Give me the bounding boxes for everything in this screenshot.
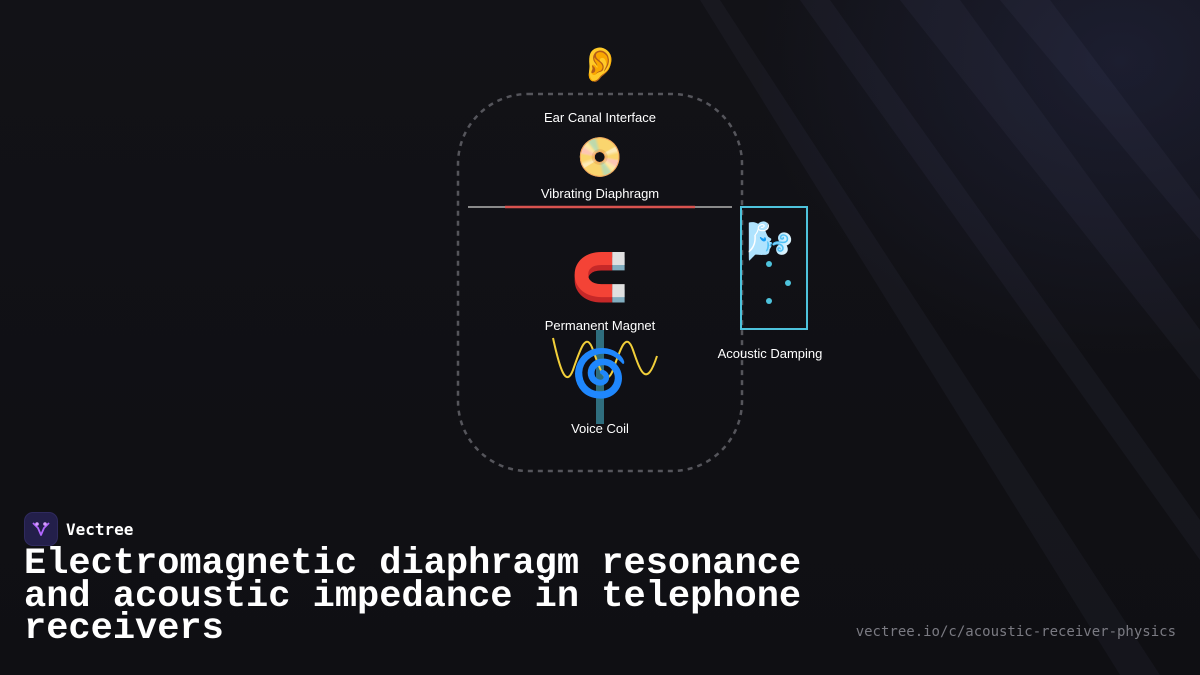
ear-canal-label: Ear Canal Interface <box>544 110 656 125</box>
source-url[interactable]: vectree.io/c/acoustic-receiver-physics <box>855 624 1176 640</box>
signal-waveform <box>552 337 658 379</box>
magnet-label: Permanent Magnet <box>545 318 656 333</box>
vectree-logo-icon <box>24 512 58 546</box>
voice-coil-label: Voice Coil <box>571 421 629 436</box>
wind-icon: 🌬️ <box>746 219 793 263</box>
page-title: Electromagnetic diaphragm resonance and … <box>24 543 802 650</box>
damping-label: Acoustic Damping <box>718 346 823 361</box>
brand: Vectree <box>24 512 133 546</box>
damping-particle <box>766 298 772 304</box>
ear-icon: 👂 <box>579 45 621 85</box>
disc-icon: 📀 <box>576 135 623 180</box>
coil-core <box>596 330 604 424</box>
brand-name: Vectree <box>66 519 134 539</box>
damping-particle <box>766 261 772 267</box>
damping-particle <box>785 280 791 286</box>
spiral-icon: 🌀 <box>571 345 628 400</box>
diaphragm-label: Vibrating Diaphragm <box>541 186 659 201</box>
magnet-icon: 🧲 <box>571 250 628 304</box>
damping-chamber <box>740 206 808 330</box>
